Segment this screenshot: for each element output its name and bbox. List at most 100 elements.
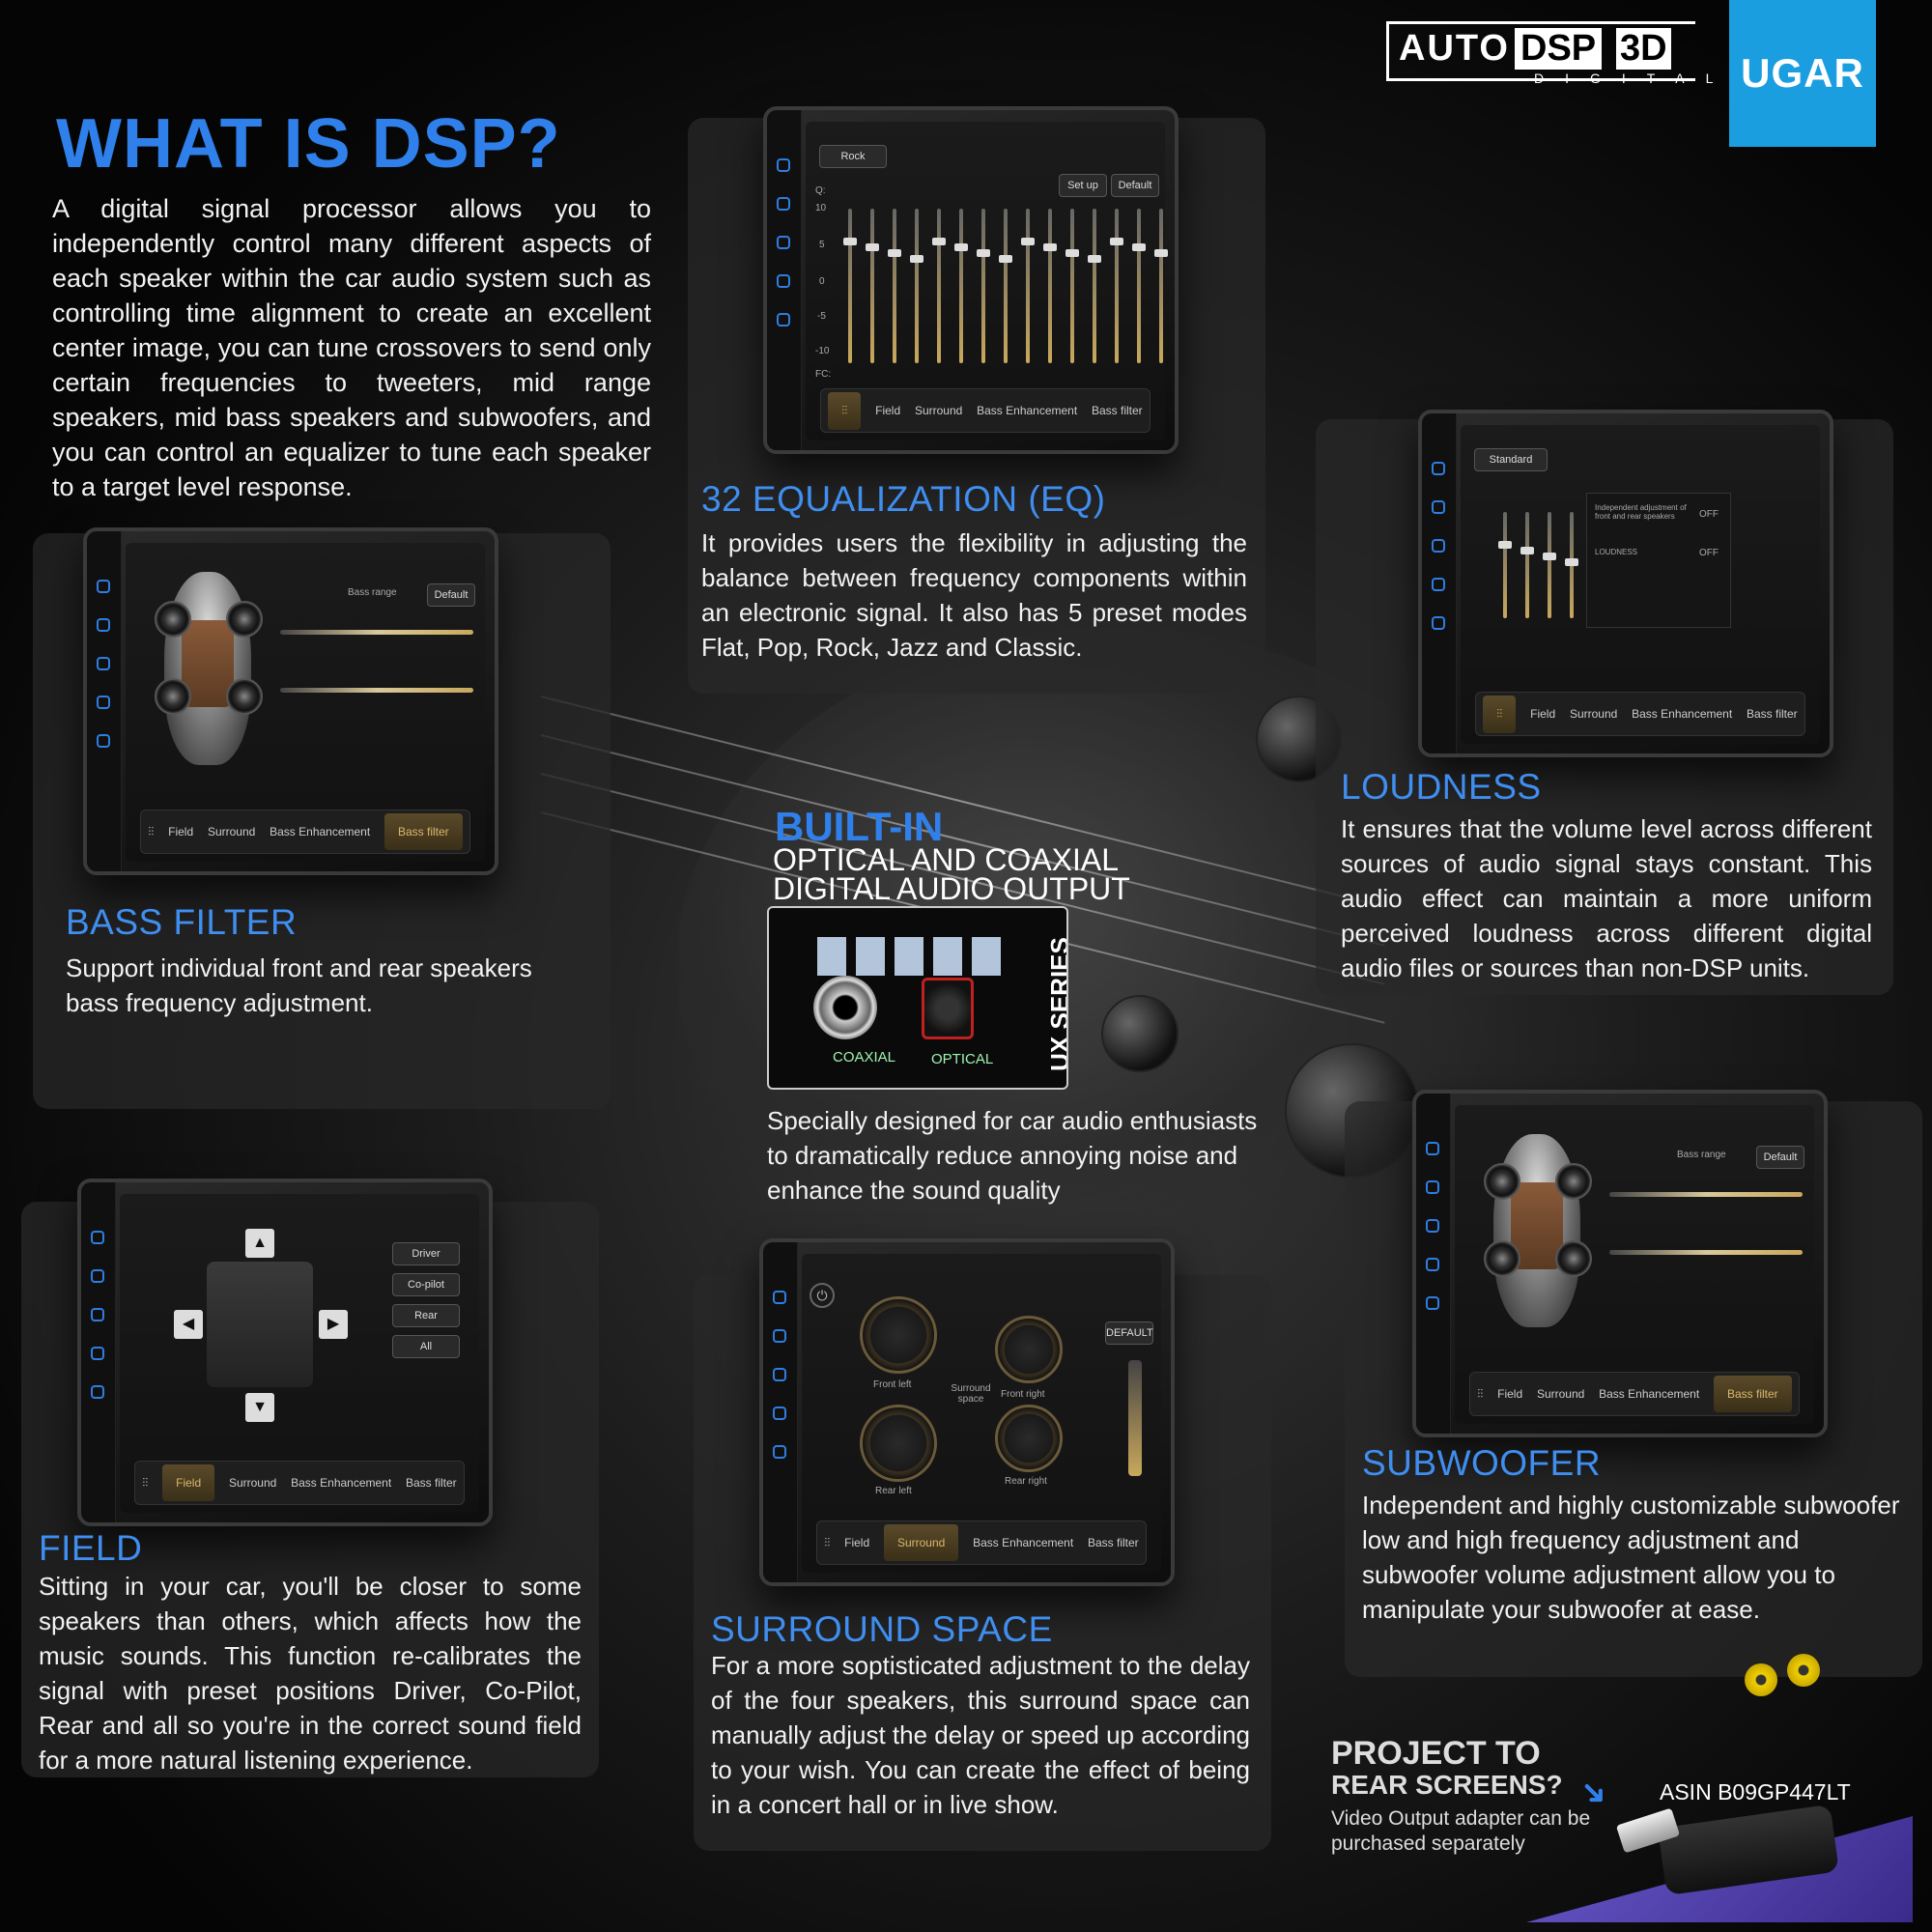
gauge-rear-left[interactable] bbox=[860, 1405, 937, 1482]
speaker-icon bbox=[155, 678, 191, 715]
eq-band-knob[interactable] bbox=[843, 238, 857, 245]
eq-band-slider[interactable] bbox=[1004, 209, 1008, 363]
equalizer-icon[interactable]: ⫶⫶ bbox=[142, 1475, 149, 1490]
equalizer-icon[interactable]: ⫶⫶ bbox=[148, 824, 155, 838]
eq-band-knob[interactable] bbox=[910, 255, 923, 263]
gauge-front-left[interactable] bbox=[860, 1296, 937, 1374]
equalizer-icon[interactable]: ⫶⫶ bbox=[1477, 1386, 1484, 1401]
tab-bass-enhancement[interactable]: Bass Enhancement bbox=[977, 404, 1078, 417]
tab-bass-enhancement[interactable]: Bass Enhancement bbox=[1599, 1387, 1700, 1401]
field-all-button[interactable]: All bbox=[392, 1335, 460, 1358]
tab-bass-filter[interactable]: Bass filter bbox=[1747, 707, 1798, 721]
tab-bass-filter[interactable]: Bass filter bbox=[1092, 404, 1143, 417]
eq-default-button[interactable]: Default bbox=[1111, 174, 1159, 197]
eq-band-slider[interactable] bbox=[1093, 209, 1096, 363]
eq-band-knob[interactable] bbox=[866, 243, 879, 251]
eq-band-slider[interactable] bbox=[915, 209, 919, 363]
arrow-down-icon[interactable]: ▼ bbox=[245, 1393, 274, 1422]
eq-band-slider[interactable] bbox=[1026, 209, 1030, 363]
surround-strength-slider[interactable] bbox=[1128, 1360, 1142, 1476]
tab-surround[interactable]: Surround bbox=[207, 825, 256, 838]
gauge-rear-right[interactable] bbox=[995, 1405, 1063, 1472]
arrow-left-icon[interactable]: ◀ bbox=[174, 1310, 203, 1339]
field-copilot-button[interactable]: Co-pilot bbox=[392, 1273, 460, 1296]
tab-surround[interactable]: Surround bbox=[1536, 1387, 1585, 1401]
eq-band-slider[interactable] bbox=[893, 209, 896, 363]
subwoofer-high-slider[interactable] bbox=[1609, 1250, 1803, 1255]
eq-band-slider[interactable] bbox=[1137, 209, 1141, 363]
tab-field[interactable]: Field bbox=[162, 1464, 215, 1501]
tab-surround[interactable]: Surround bbox=[1569, 707, 1618, 721]
tab-surround[interactable]: Surround bbox=[883, 1524, 959, 1561]
front-bass-slider[interactable] bbox=[280, 630, 473, 635]
speaker-icon bbox=[155, 601, 191, 638]
tab-bass-enhancement[interactable]: Bass Enhancement bbox=[270, 825, 371, 838]
eq-band-knob[interactable] bbox=[1498, 541, 1512, 549]
eq-band-knob[interactable] bbox=[1543, 553, 1556, 560]
eq-setup-button[interactable]: Set up bbox=[1059, 174, 1107, 197]
eq-band-slider[interactable] bbox=[848, 209, 852, 363]
eq-preset[interactable]: Rock bbox=[819, 145, 887, 168]
eq-band-knob[interactable] bbox=[1154, 249, 1168, 257]
eq-band-knob[interactable] bbox=[977, 249, 990, 257]
subwoofer-default-button[interactable]: Default bbox=[1756, 1146, 1804, 1169]
page-title: WHAT IS DSP? bbox=[56, 105, 561, 183]
equalizer-icon[interactable]: ⫶⫶ bbox=[824, 1535, 831, 1549]
eq-band-slider[interactable] bbox=[1048, 209, 1052, 363]
tab-field[interactable]: Field bbox=[1497, 1387, 1523, 1401]
field-rear-button[interactable]: Rear bbox=[392, 1304, 460, 1327]
eq-band-knob[interactable] bbox=[1565, 558, 1578, 566]
loudness-preset[interactable]: Standard bbox=[1474, 448, 1548, 471]
equalizer-icon[interactable]: ⫶⫶ bbox=[1483, 695, 1517, 733]
eq-band-knob[interactable] bbox=[1088, 255, 1101, 263]
eq-band-knob[interactable] bbox=[1043, 243, 1057, 251]
arrow-right-icon[interactable]: ▶ bbox=[319, 1310, 348, 1339]
arrow-up-icon[interactable]: ▲ bbox=[245, 1229, 274, 1258]
tab-bass-enhancement[interactable]: Bass Enhancement bbox=[1632, 707, 1733, 721]
eq-band-slider[interactable] bbox=[981, 209, 985, 363]
eq-band-slider[interactable] bbox=[1503, 512, 1507, 618]
eq-band-knob[interactable] bbox=[888, 249, 901, 257]
equalizer-icon[interactable]: ⫶⫶ bbox=[828, 391, 862, 430]
eq-band-slider[interactable] bbox=[1115, 209, 1119, 363]
eq-band-slider[interactable] bbox=[1070, 209, 1074, 363]
eq-band-knob[interactable] bbox=[999, 255, 1012, 263]
tab-bass-filter[interactable]: Bass filter bbox=[1088, 1536, 1139, 1549]
tab-field[interactable]: Field bbox=[168, 825, 194, 838]
eq-band-slider[interactable] bbox=[959, 209, 963, 363]
eq-band-knob[interactable] bbox=[1520, 547, 1534, 554]
tab-field[interactable]: Field bbox=[1530, 707, 1556, 721]
eq-band-knob[interactable] bbox=[954, 243, 968, 251]
subwoofer-low-slider[interactable] bbox=[1609, 1192, 1803, 1197]
tab-surround[interactable]: Surround bbox=[914, 404, 963, 417]
eq-title: 32 EQUALIZATION (EQ) bbox=[701, 479, 1106, 519]
power-icon[interactable]: ⏻ bbox=[810, 1283, 835, 1308]
tab-bass-filter[interactable]: Bass filter bbox=[1714, 1376, 1792, 1412]
intro-text: A digital signal processor allows you to… bbox=[52, 194, 651, 501]
tab-bass-enhancement[interactable]: Bass Enhancement bbox=[973, 1536, 1074, 1549]
tab-field[interactable]: Field bbox=[844, 1536, 870, 1549]
eq-band-slider[interactable] bbox=[1525, 512, 1529, 618]
tab-bass-filter[interactable]: Bass filter bbox=[406, 1476, 457, 1490]
tab-bass-filter[interactable]: Bass filter bbox=[384, 813, 463, 850]
eq-band-knob[interactable] bbox=[1110, 238, 1123, 245]
tab-surround[interactable]: Surround bbox=[228, 1476, 277, 1490]
eq-band-slider[interactable] bbox=[937, 209, 941, 363]
gauge-front-right[interactable] bbox=[995, 1316, 1063, 1383]
eq-band-slider[interactable] bbox=[1548, 512, 1551, 618]
field-tabbar: ⫶⫶ Field Surround Bass Enhancement Bass … bbox=[133, 1461, 466, 1505]
eq-band-slider[interactable] bbox=[870, 209, 874, 363]
loudness-text: It ensures that the volume level across … bbox=[1341, 814, 1872, 982]
eq-band-knob[interactable] bbox=[1132, 243, 1146, 251]
tab-bass-enhancement[interactable]: Bass Enhancement bbox=[291, 1476, 392, 1490]
eq-band-knob[interactable] bbox=[932, 238, 946, 245]
rear-bass-slider[interactable] bbox=[280, 688, 473, 693]
field-driver-button[interactable]: Driver bbox=[392, 1242, 460, 1265]
eq-band-slider[interactable] bbox=[1159, 209, 1163, 363]
eq-band-knob[interactable] bbox=[1065, 249, 1079, 257]
tab-field[interactable]: Field bbox=[875, 404, 901, 417]
bass-default-button[interactable]: Default bbox=[427, 583, 475, 607]
coaxial-port-icon bbox=[813, 976, 877, 1039]
eq-band-knob[interactable] bbox=[1021, 238, 1035, 245]
surround-default-button[interactable]: DEFAULT bbox=[1105, 1321, 1153, 1345]
